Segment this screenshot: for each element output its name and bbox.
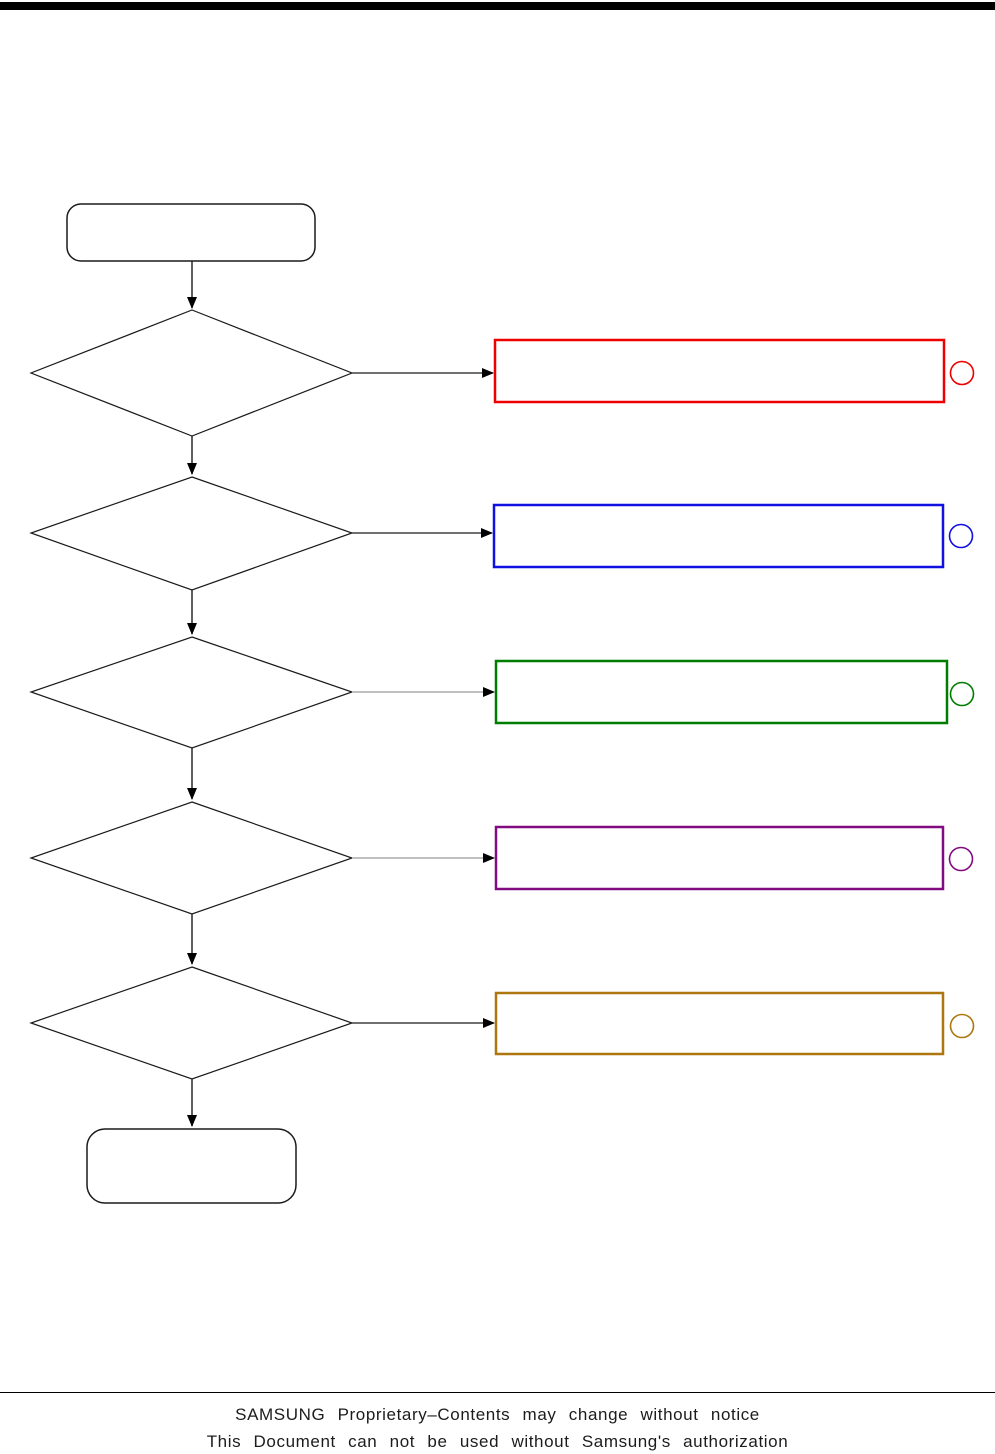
decision-diamond-4: [29, 801, 354, 915]
result-box-2: [492, 503, 945, 569]
decision-diamond-5: [29, 966, 354, 1080]
result-box-4: [494, 825, 945, 891]
footer-authorization-notice: This Document can not be used without Sa…: [206, 1432, 789, 1451]
footer-divider: [0, 1392, 995, 1393]
result-box-5: [494, 991, 945, 1056]
decision-diamond-3: [29, 636, 354, 749]
ref-circle-3: [949, 681, 975, 707]
footer-proprietary-notice: SAMSUNG Proprietary–Contents may change …: [235, 1405, 760, 1424]
ref-circle-2: [948, 523, 974, 549]
decision-diamond-2: [29, 476, 354, 591]
start-terminator: [66, 203, 316, 262]
result-box-3: [494, 659, 949, 725]
decision-diamond-1: [29, 309, 354, 437]
ref-circle-1: [949, 360, 975, 386]
ref-circle-4: [948, 846, 974, 872]
result-box-1: [493, 338, 946, 404]
top-border-bar: [0, 2, 995, 10]
end-terminator: [86, 1128, 297, 1204]
ref-circle-5: [949, 1013, 975, 1039]
